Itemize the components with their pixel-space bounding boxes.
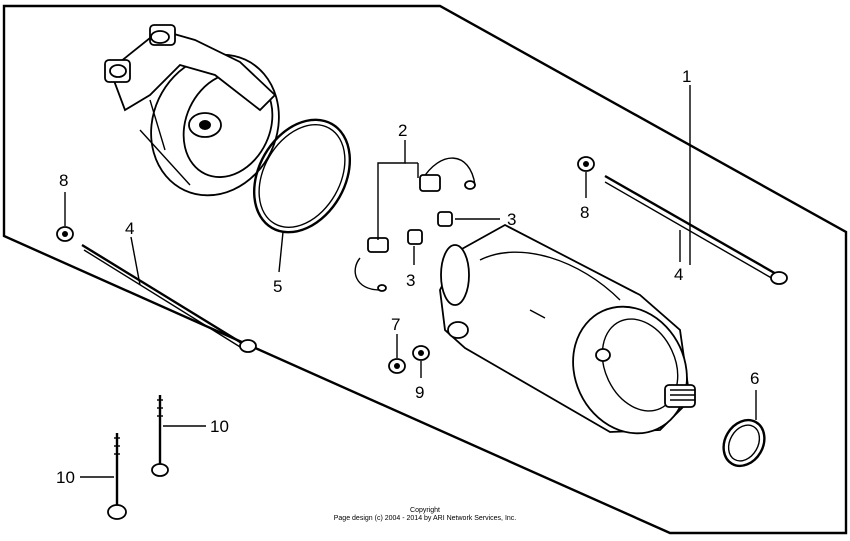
rear-housing — [104, 24, 280, 197]
copyright-line-2: Page design (c) 2004 - 2014 by ARI Netwo… — [334, 515, 517, 522]
callout-2: 2 — [398, 121, 407, 140]
callout-10-lower: 10 — [56, 468, 75, 487]
starter-motor-body — [439, 223, 696, 435]
callout-3-a: 3 — [507, 210, 516, 229]
callout-7: 7 — [391, 315, 400, 334]
brush-3-b — [407, 229, 423, 245]
brush-holder-assembly — [354, 157, 476, 292]
callout-5: 5 — [273, 277, 282, 296]
bolt-10-short — [151, 395, 169, 477]
copyright-line-1: Copyright — [410, 507, 440, 514]
callout-8-right: 8 — [580, 203, 589, 222]
callout-4-right: 4 — [674, 265, 683, 284]
o-ring — [722, 418, 766, 468]
through-bolt-right — [604, 174, 788, 285]
brush-3-a — [437, 211, 453, 227]
callout-3-b: 3 — [406, 271, 415, 290]
callout-8-left: 8 — [59, 171, 68, 190]
callout-6: 6 — [750, 369, 759, 388]
callout-9: 9 — [415, 383, 424, 402]
assembly-frame — [2, 4, 848, 535]
bolt-10-long — [107, 433, 127, 520]
callout-1: 1 — [682, 67, 691, 86]
gasket-ring — [252, 118, 352, 234]
callout-10-upper: 10 — [210, 417, 229, 436]
callout-4-left: 4 — [125, 219, 134, 238]
through-bolt-left — [81, 243, 257, 353]
